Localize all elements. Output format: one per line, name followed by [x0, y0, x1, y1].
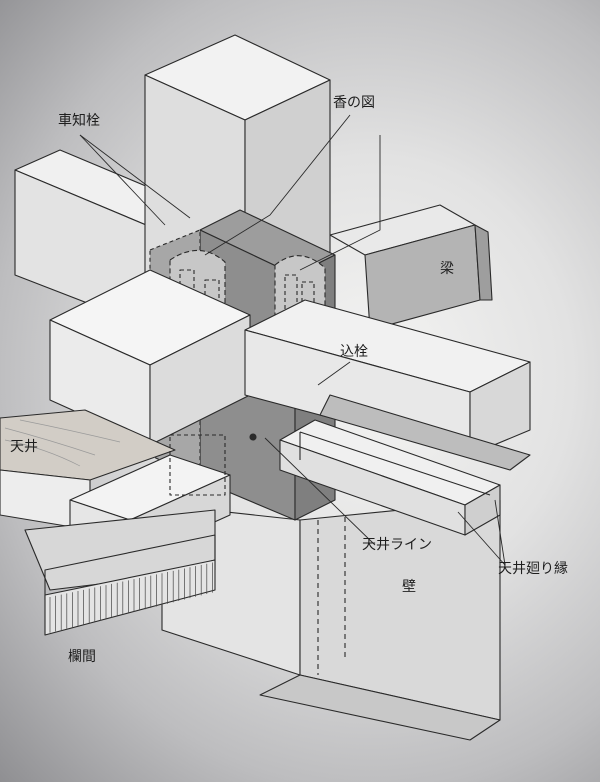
label-kurumachisen: 車知栓 [58, 113, 100, 129]
label-hari: 梁 [440, 261, 454, 277]
label-kounozu: 香の図 [333, 95, 375, 111]
ceiling-boards [0, 409, 176, 531]
beam-front-left [49, 269, 251, 446]
ceiling-rim-right [279, 419, 501, 536]
label-tenjo-line: 天井ライン [362, 537, 432, 553]
label-tenjo-mawaribuchi: 天井廻り縁 [498, 561, 568, 577]
ranma-panel [24, 509, 216, 636]
leader-lines [79, 114, 506, 566]
label-kabe: 壁 [402, 579, 416, 595]
wall-panel [161, 499, 501, 741]
ceiling-line-point [249, 433, 257, 441]
label-ranma: 欄間 [68, 649, 96, 665]
beam-front-right [244, 299, 531, 471]
ranma-slats [49, 562, 213, 633]
beam-hari [329, 204, 493, 331]
label-tenjo: 天井 [10, 439, 38, 455]
label-komisen: 込栓 [340, 344, 368, 360]
